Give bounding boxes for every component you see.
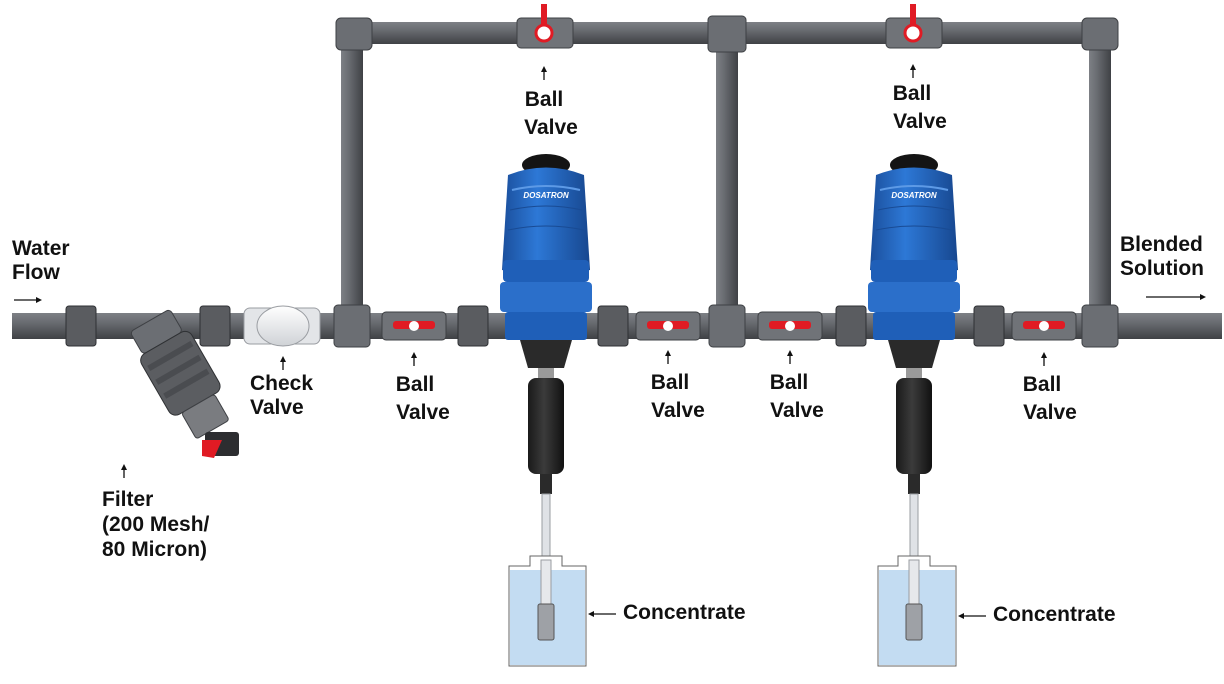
ball-valve-main-3-label-1: Ball [770,371,809,394]
upper-manifold [335,4,1119,318]
concentrate-container-1 [508,555,587,667]
ball-valve-main-1-label-1: Ball [396,373,435,396]
ball-valve-main-4-label-2: Valve [1023,401,1077,424]
ball-valve-top-2-label-1: Ball [893,82,932,105]
check-valve-label-2: Valve [250,396,304,419]
filter-label-2: (200 Mesh/ [102,513,210,536]
check-valve-label-1: Check [250,372,313,395]
blended-solution-label-1: Blended [1120,233,1203,256]
ball-valve-main-2-label-1: Ball [651,371,690,394]
ball-valve-main-4-label-1: Ball [1023,373,1062,396]
annotation-arrows [14,64,1206,619]
dosatron-2: DOSATRON [868,154,960,605]
dosatron-1-brand: DOSATRON [523,191,568,200]
ball-valve-main-3 [757,311,823,341]
water-flow-label-2: Flow [12,261,60,284]
ball-valve-top-1-label-2: Valve [524,116,578,139]
ball-valve-top-1 [516,4,574,49]
filter-label-3: 80 Micron) [102,538,207,561]
concentrate-label-2: Concentrate [993,603,1116,626]
blended-solution-label-2: Solution [1120,257,1204,280]
y-filter [130,309,239,458]
check-valve [243,305,321,347]
ball-valve-main-4 [1011,311,1077,341]
ball-valve-main-1-label-2: Valve [396,401,450,424]
dosatron-1: DOSATRON [500,154,592,605]
water-flow-label-1: Water [12,237,70,260]
ball-valve-top-2 [885,4,943,49]
concentrate-container-2 [877,555,957,667]
filter-label-1: Filter [102,488,153,511]
ball-valve-main-2 [635,311,701,341]
dosatron-2-brand: DOSATRON [891,191,936,200]
ball-valve-main-3-label-2: Valve [770,399,824,422]
ball-valve-main-2-label-2: Valve [651,399,705,422]
labels: Water Flow Blended Solution Check Valve … [12,82,1204,626]
ball-valve-top-2-label-2: Valve [893,110,947,133]
ball-valve-top-1-label-1: Ball [525,88,564,111]
ball-valve-main-1 [381,311,447,341]
concentrate-label-1: Concentrate [623,601,746,624]
